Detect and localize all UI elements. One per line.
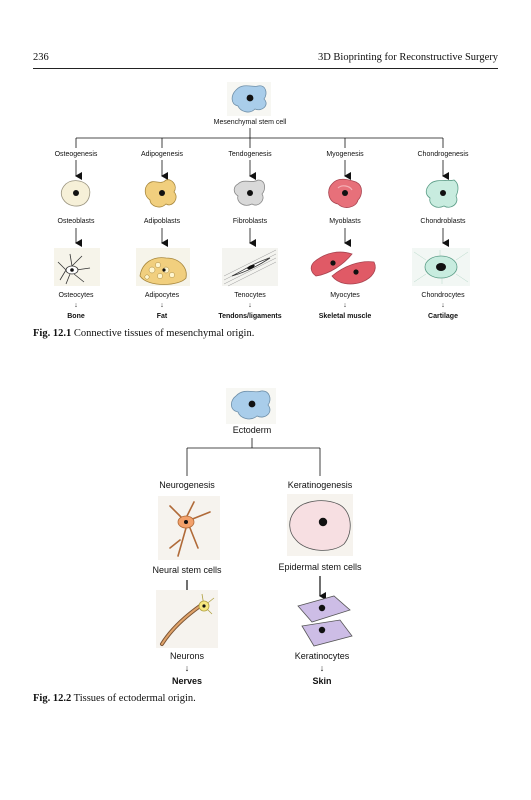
figure2-tree-lines [186, 438, 321, 476]
running-title: 3D Bioprinting for Reconstructive Surger… [317, 52, 498, 63]
figure1-column-adipo: Adipogenesis Adipoblasts Adipocytes ↓ Fa… [136, 151, 190, 320]
blast-label: Osteoblasts [58, 218, 95, 225]
figure1-column-chondro: Chondrogenesis Chondroblasts Chondrocyte… [412, 151, 470, 320]
down-arrow-glyph: ↓ [74, 302, 78, 309]
keratinocyte-icon [297, 595, 353, 647]
chondroblast-icon [425, 179, 459, 208]
down-arrow-glyph: ↓ [185, 663, 190, 673]
adipoblast-icon [144, 179, 177, 208]
cyte-label: Chondrocytes [421, 292, 465, 299]
cell-label: Keratinocytes [295, 651, 350, 661]
tissue-label: Cartilage [428, 313, 458, 320]
process-label: Tendogenesis [228, 151, 272, 158]
tissue-label: Skin [312, 676, 331, 686]
blast-label: Fibroblasts [233, 218, 268, 225]
figure-12-2-caption: Fig. 12.2 Tissues of ectodermal origin. [33, 693, 196, 704]
myocyte-icon [310, 251, 376, 285]
cell-label: Neurons [170, 651, 205, 661]
caption-number: Fig. 12.2 [33, 693, 72, 704]
down-arrow-glyph: ↓ [320, 663, 325, 673]
page-number: 236 [33, 52, 49, 63]
down-arrow-glyph: ↓ [160, 302, 164, 309]
fibroblast-icon [233, 179, 266, 206]
blast-label: Chondroblasts [420, 218, 466, 225]
caption-text: Connective tissues of mesenchymal origin… [73, 328, 255, 339]
stem-label: Epidermal stem cells [278, 562, 362, 572]
cyte-label: Myocytes [330, 292, 360, 299]
tenocyte-icon [222, 248, 278, 287]
down-arrow-glyph: ↓ [343, 302, 347, 309]
epidermal-stem-cell-icon [287, 494, 353, 556]
blast-label: Adipoblasts [144, 218, 181, 225]
process-label: Keratinogenesis [288, 480, 353, 490]
cyte-label: Tenocytes [234, 292, 266, 299]
figure2-column-kerat: Keratinogenesis Epidermal stem cells Ker… [278, 480, 362, 686]
ectoderm-label: Ectoderm [233, 425, 272, 435]
stem-label: Neural stem cells [152, 565, 222, 575]
tissue-label: Skeletal muscle [319, 313, 372, 320]
myoblast-icon [328, 178, 362, 208]
chondrocyte-icon [412, 248, 470, 286]
caption-number: Fig. 12.1 [33, 328, 72, 339]
process-label: Neurogenesis [159, 480, 215, 490]
neuron-icon [156, 590, 218, 648]
mesenchymal-stem-cell-label: Mesenchymal stem cell [214, 119, 287, 126]
figure-12-2: Ectoderm Neurogenesis Neural stem cells [152, 388, 362, 686]
tissue-label: Bone [67, 313, 85, 320]
running-header: 236 3D Bioprinting for Reconstructive Su… [33, 52, 498, 68]
mesenchymal-stem-cell-icon [227, 82, 271, 116]
figure1-column-myo: Myogenesis Myoblasts Myocytes ↓ Skeletal… [310, 151, 376, 320]
cyte-label: Osteocytes [58, 292, 94, 299]
tissue-label: Nerves [172, 676, 202, 686]
process-label: Adipogenesis [141, 151, 184, 158]
process-label: Osteogenesis [55, 151, 98, 158]
figure1-tree-lines [75, 128, 444, 148]
process-label: Chondrogenesis [418, 151, 469, 158]
figure1-column-tendo: Tendogenesis Fibroblasts Tenocytes ↓ Ten… [218, 151, 281, 320]
caption-text: Tissues of ectodermal origin. [73, 693, 196, 704]
osteoblast-icon [60, 180, 91, 207]
header-rule [33, 68, 498, 69]
down-arrow-glyph: ↓ [248, 302, 252, 309]
down-arrow-glyph: ↓ [441, 302, 445, 309]
osteocyte-icon [54, 248, 100, 286]
process-label: Myogenesis [326, 151, 364, 158]
neural-stem-cell-icon [158, 496, 220, 560]
figure-12-1: Mesenchymal stem cell Osteogenesis Osteo… [54, 82, 470, 320]
tissue-label: Fat [157, 313, 168, 320]
adipocyte-icon [136, 248, 190, 286]
cyte-label: Adipocytes [145, 292, 180, 299]
figure1-column-osteo: Osteogenesis Osteoblasts Osteocytes ↓ Bo… [54, 151, 100, 320]
figure-12-1-caption: Fig. 12.1 Connective tissues of mesenchy… [33, 328, 254, 339]
blast-label: Myoblasts [329, 218, 361, 225]
ectoderm-cell-icon [226, 388, 276, 424]
figure2-column-neuro: Neurogenesis Neural stem cells [152, 480, 222, 686]
tissue-label: Tendons/ligaments [218, 313, 281, 320]
